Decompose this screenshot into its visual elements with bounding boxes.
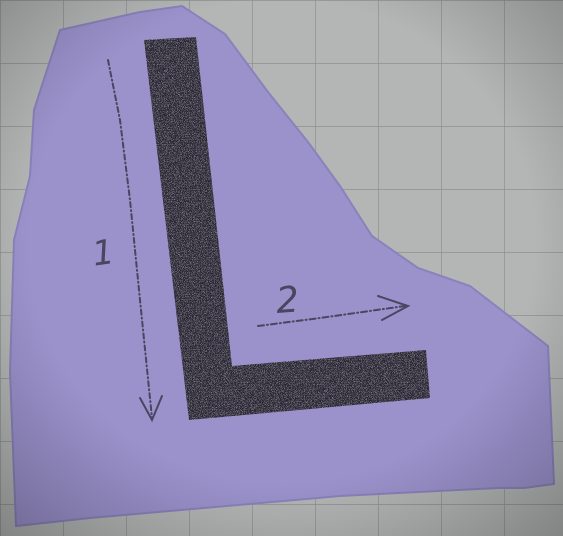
photo-scene: 1 2 bbox=[0, 0, 563, 536]
scene-svg: 1 2 bbox=[0, 0, 563, 536]
photo-vignette bbox=[0, 0, 563, 536]
